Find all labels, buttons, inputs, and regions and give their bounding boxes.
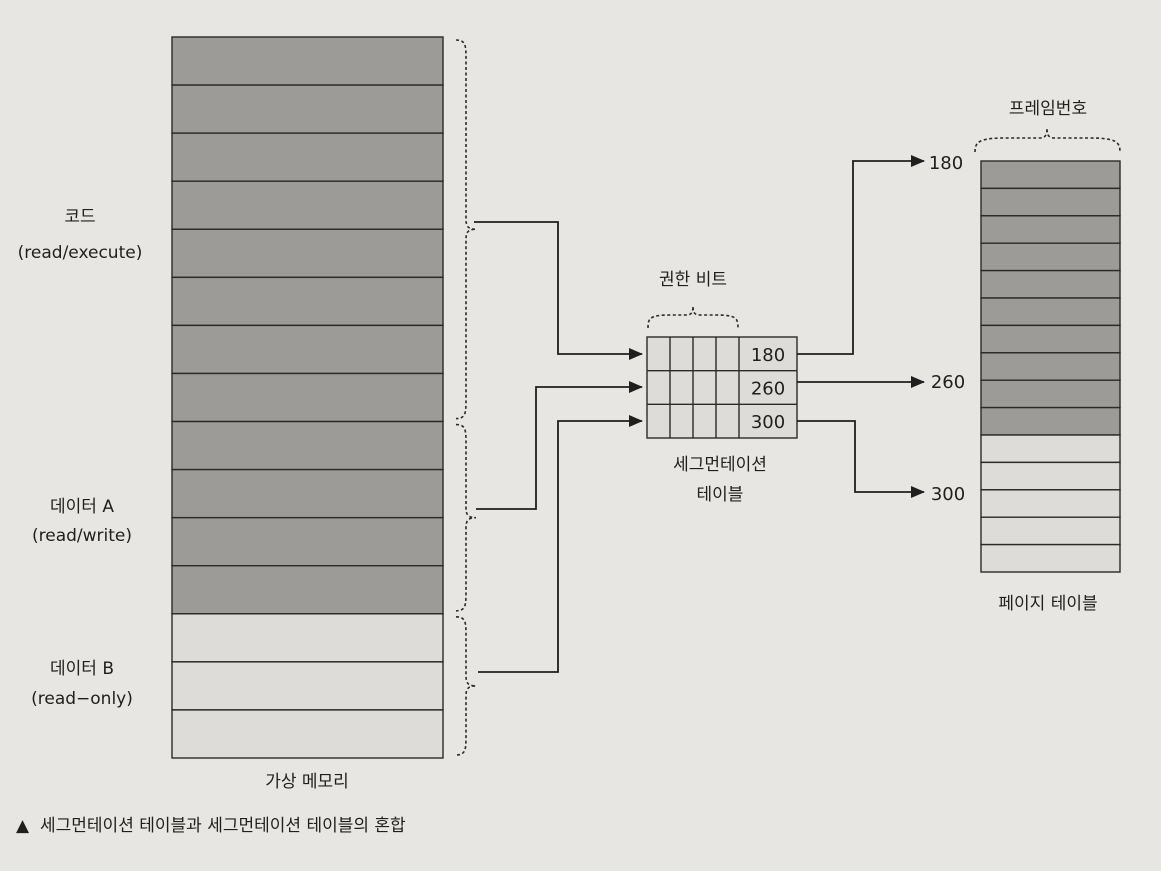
frame-number-brace — [974, 127, 1121, 153]
page-table-row — [980, 160, 1121, 190]
segmentation-entry: 260 — [751, 379, 785, 400]
page-table-label: 페이지 테이블 — [998, 594, 1097, 614]
virtual-memory-label: 가상 메모리 — [265, 772, 349, 792]
segmentation-table-label-line1: 세그먼테이션 — [673, 455, 767, 475]
virtual-memory-row — [171, 84, 444, 134]
page-table-row — [980, 489, 1121, 518]
frame-number-300: 300 — [931, 484, 965, 505]
segmentation-table: 180 260 300 — [646, 336, 798, 439]
frame-number-label: 프레임번호 — [1009, 99, 1087, 119]
arrow-segment-300-to-frame-300 — [797, 420, 925, 498]
arrow-code-to-segment-180 — [474, 221, 643, 360]
segment-data-a-name: 데이터 A — [50, 497, 114, 517]
segmentation-entry: 300 — [751, 412, 785, 433]
page-table-row — [980, 352, 1121, 381]
arrow-segment-180-to-frame-180 — [797, 155, 925, 355]
virtual-memory — [171, 36, 444, 759]
page-table-row — [980, 242, 1121, 272]
virtual-memory-row — [171, 372, 444, 423]
page-table-row — [980, 516, 1121, 546]
virtual-memory-row — [171, 661, 444, 711]
page-table-row — [980, 406, 1121, 436]
virtual-memory-row — [171, 324, 444, 375]
virtual-memory-row — [171, 613, 444, 663]
page-table-row — [980, 187, 1121, 217]
connectors — [474, 155, 925, 673]
page-table-row — [980, 434, 1121, 464]
virtual-memory-row — [171, 180, 444, 230]
page-table-row — [980, 379, 1121, 409]
segmentation-table-label-line2: 테이블 — [697, 485, 744, 505]
virtual-memory-row — [171, 468, 444, 519]
segment-brace — [455, 423, 477, 612]
virtual-memory-row — [171, 228, 444, 279]
virtual-memory-row — [171, 709, 444, 759]
permission-bits-brace — [647, 305, 739, 329]
segment-data-b-access: (read−only) — [31, 689, 133, 709]
virtual-memory-row — [171, 36, 444, 86]
segment-brace — [455, 39, 477, 420]
segmentation-table-frame — [646, 336, 798, 439]
virtual-memory-row — [171, 516, 444, 567]
caption-text: 세그먼테이션 테이블과 세그먼테이션 테이블의 혼합 — [40, 816, 406, 836]
segment-data-b-name: 데이터 B — [50, 659, 114, 679]
arrow-data-b-to-segment-300 — [478, 415, 643, 673]
virtual-memory-row — [171, 132, 444, 182]
page-table-row — [980, 543, 1121, 573]
segment-data-a-access: (read/write) — [32, 526, 132, 546]
segmentation-entry: 180 — [751, 345, 785, 366]
page-table-row — [980, 269, 1121, 299]
segment-brace — [455, 616, 477, 756]
virtual-memory-braces — [455, 39, 477, 756]
page-table-row — [980, 215, 1121, 244]
page-table — [980, 160, 1121, 573]
permission-bits-label: 권한 비트 — [659, 270, 727, 290]
page-table-row — [980, 461, 1121, 491]
virtual-memory-row — [171, 420, 444, 471]
page-table-row — [980, 324, 1121, 354]
frame-number-180: 180 — [929, 153, 963, 174]
page-table-row — [980, 297, 1121, 327]
caption-marker: ▲ — [16, 816, 30, 836]
segment-code-name: 코드 — [64, 207, 95, 227]
arrow-data-a-to-segment-260 — [476, 381, 643, 510]
frame-number-260: 260 — [931, 372, 965, 393]
segment-code-access: (read/execute) — [18, 243, 143, 263]
virtual-memory-row — [171, 565, 444, 615]
virtual-memory-row — [171, 276, 444, 327]
